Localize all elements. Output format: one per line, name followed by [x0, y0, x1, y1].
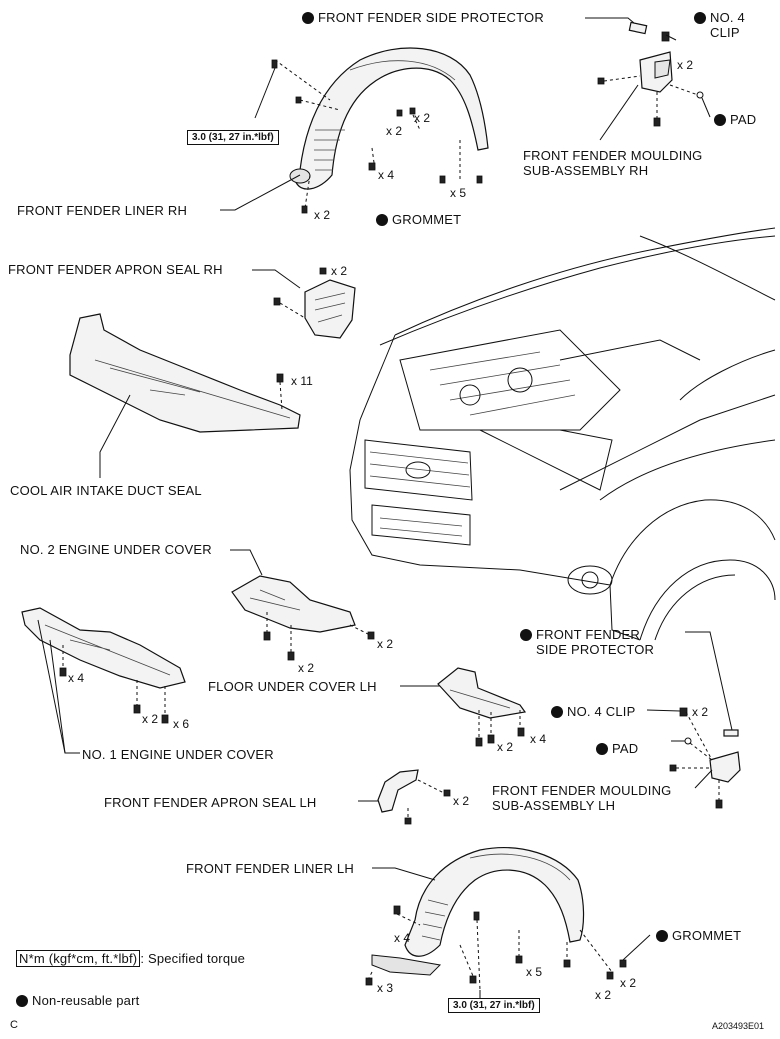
front-fender-apron-seal-lh: [358, 769, 451, 825]
quantity-label: x 6: [173, 717, 190, 731]
legend-non-reusable: Non-reusable part: [16, 993, 139, 1008]
non-reusable-dot-icon: [376, 214, 388, 226]
front-fender-liner-lh: [365, 847, 651, 998]
quantity-label: x 11: [291, 374, 313, 388]
floor-under-cover-lh: [400, 667, 527, 747]
quantity-label: x 2: [314, 208, 331, 222]
quantity-label: x 2: [331, 264, 348, 278]
quantity-label: x 2: [453, 794, 470, 808]
quantity-label: x 2: [414, 111, 431, 125]
quantity-label: x 2: [595, 988, 612, 1002]
non-reusable-dot-icon: [520, 629, 532, 641]
label-grommet-rh: GROMMET: [376, 212, 461, 227]
quantity-label: x 2: [377, 637, 394, 651]
figure-id: A203493E01: [712, 1021, 765, 1031]
quantity-label: x 2: [298, 661, 315, 675]
label-pad-lh: PAD: [596, 741, 638, 756]
label-front-fender-liner-rh: FRONT FENDER LINER RH: [17, 203, 188, 218]
label-front-fender-apron-seal-rh: FRONT FENDER APRON SEAL RH: [8, 262, 223, 277]
quantity-label: x 2: [497, 740, 514, 754]
cool-air-intake-duct-seal: [69, 313, 301, 478]
non-reusable-dot-icon: [16, 995, 28, 1007]
quantity-label: x 2: [386, 124, 403, 138]
quantity-label: x 2: [677, 58, 694, 72]
quantity-label: x 5: [450, 186, 467, 200]
quantity-label: x 4: [378, 168, 395, 182]
non-reusable-dot-icon: [302, 12, 314, 24]
quantity-label: x 4: [68, 671, 85, 685]
legend-torque-box: N*m (kgf*cm, ft.*lbf): [16, 950, 141, 967]
quantity-label: x 3: [377, 981, 394, 995]
label-front-fender-apron-seal-lh: FRONT FENDER APRON SEAL LH: [104, 795, 317, 810]
label-front-fender-side-protector-rh: FRONT FENDER SIDE PROTECTOR: [302, 10, 544, 25]
quantity-label: x 2: [692, 705, 709, 719]
legend-torque: N*m (kgf*cm, ft.*lbf): Specified torque: [16, 950, 245, 967]
non-reusable-dot-icon: [596, 743, 608, 755]
quantity-label: x 5: [526, 965, 543, 979]
label-no4-clip-rh: NO. 4 CLIP: [694, 10, 745, 40]
non-reusable-dot-icon: [656, 930, 668, 942]
quantity-label: x 2: [142, 712, 159, 726]
torque-spec-rh: 3.0 (31, 27 in.*lbf): [187, 130, 279, 145]
label-front-fender-liner-lh: FRONT FENDER LINER LH: [186, 861, 354, 876]
no1-engine-under-cover: [21, 607, 186, 754]
non-reusable-dot-icon: [714, 114, 726, 126]
quantity-label: x 4: [394, 931, 411, 945]
quantity-label: x 2: [620, 976, 637, 990]
label-no4-clip-lh: NO. 4 CLIP: [551, 704, 635, 719]
label-grommet-lh: GROMMET: [656, 928, 741, 943]
label-no2-engine-under-cover: NO. 2 ENGINE UNDER COVER: [20, 542, 212, 557]
non-reusable-dot-icon: [551, 706, 563, 718]
corner-code-left: C: [10, 1019, 19, 1031]
label-pad-rh: PAD: [714, 112, 756, 127]
non-reusable-dot-icon: [694, 12, 706, 24]
quantity-label: x 4: [530, 732, 547, 746]
label-floor-under-cover-lh: FLOOR UNDER COVER LH: [208, 679, 377, 694]
front-fender-apron-seal-rh: [252, 267, 356, 339]
front-fender-liner-rh: [274, 47, 489, 209]
no2-engine-under-cover: [230, 549, 375, 661]
torque-spec-lh: 3.0 (31, 27 in.*lbf): [448, 998, 540, 1013]
vehicle-front-illustration: [349, 227, 776, 641]
label-cool-air-intake-duct-seal: COOL AIR INTAKE DUCT SEAL: [10, 483, 202, 498]
label-no1-engine-under-cover: NO. 1 ENGINE UNDER COVER: [82, 747, 274, 762]
